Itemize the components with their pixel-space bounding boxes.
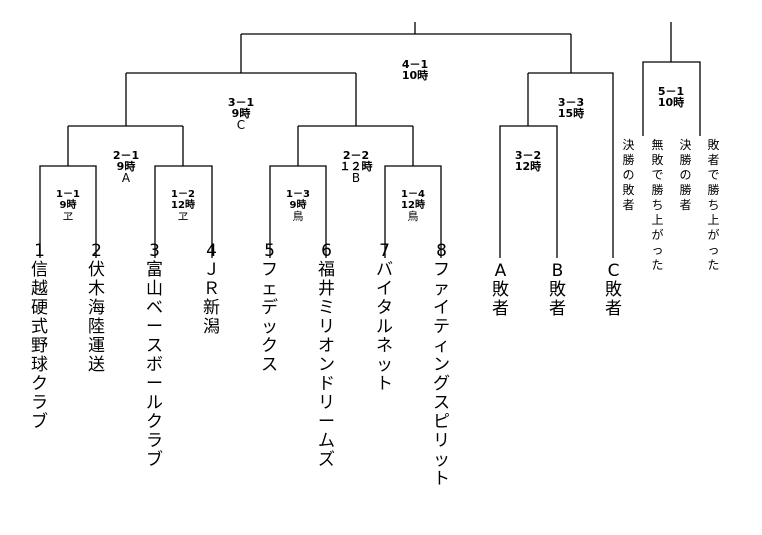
note-unbeaten: 無敗で勝ち上がった: [651, 138, 664, 272]
line-match-1-2: [154, 126, 213, 258]
team-2: 2 伏木海陸運送: [87, 242, 106, 375]
team-7: 7 バイタルネット: [375, 242, 394, 394]
loser-b: B 敗者: [549, 261, 566, 319]
note-final-loser: 決勝の敗者: [622, 138, 635, 212]
team-number: 8: [436, 241, 447, 261]
team-8: 8 ファイティングスピリット: [432, 242, 451, 489]
line-match-2-2: [298, 73, 413, 127]
team-4: 4 ＪＲ新潟: [202, 242, 221, 337]
team-5: 5 フェデックス: [260, 242, 279, 375]
line-match-3-2: [499, 73, 558, 258]
loser-a: A 敗者: [492, 261, 509, 319]
note-loser-bracket: 敗者で勝ち上がった: [707, 138, 720, 272]
team-name: フェデックス: [261, 260, 278, 375]
team-number: 7: [379, 241, 390, 261]
team-name: 伏木海陸運送: [88, 260, 105, 375]
line-match-1-1: [39, 126, 97, 258]
team-3: 3 富山ベースボールクラブ: [145, 242, 164, 470]
team-number: 4: [206, 241, 217, 261]
team-name: ＪＲ新潟: [203, 260, 220, 337]
team-number: 3: [149, 241, 160, 261]
line-match-3-1: [126, 34, 356, 74]
line-match-5-1: [642, 22, 701, 136]
team-number: 1: [34, 241, 45, 261]
team-name: バイタルネット: [376, 260, 393, 394]
line-match-1-4: [384, 126, 442, 258]
line-match-4-1: [241, 22, 571, 35]
team-name: 信越硬式野球クラブ: [31, 260, 48, 432]
team-6: 6 福井ミリオンドリームズ: [317, 242, 336, 470]
note-final-winner: 決勝の勝者: [679, 138, 692, 212]
line-match-1-3: [269, 126, 327, 258]
team-name: ファイティングスピリット: [433, 260, 450, 489]
team-name: 富山ベースボールクラブ: [146, 260, 163, 470]
team-number: 2: [91, 241, 102, 261]
team-number: 6: [321, 241, 332, 261]
team-name: 福井ミリオンドリームズ: [318, 260, 335, 470]
team-1: 1 信越硬式野球クラブ: [30, 242, 49, 432]
line-match-3-3: [528, 34, 614, 258]
loser-c: C 敗者: [605, 261, 622, 319]
line-match-2-1: [68, 73, 183, 127]
team-number: 5: [264, 241, 275, 261]
